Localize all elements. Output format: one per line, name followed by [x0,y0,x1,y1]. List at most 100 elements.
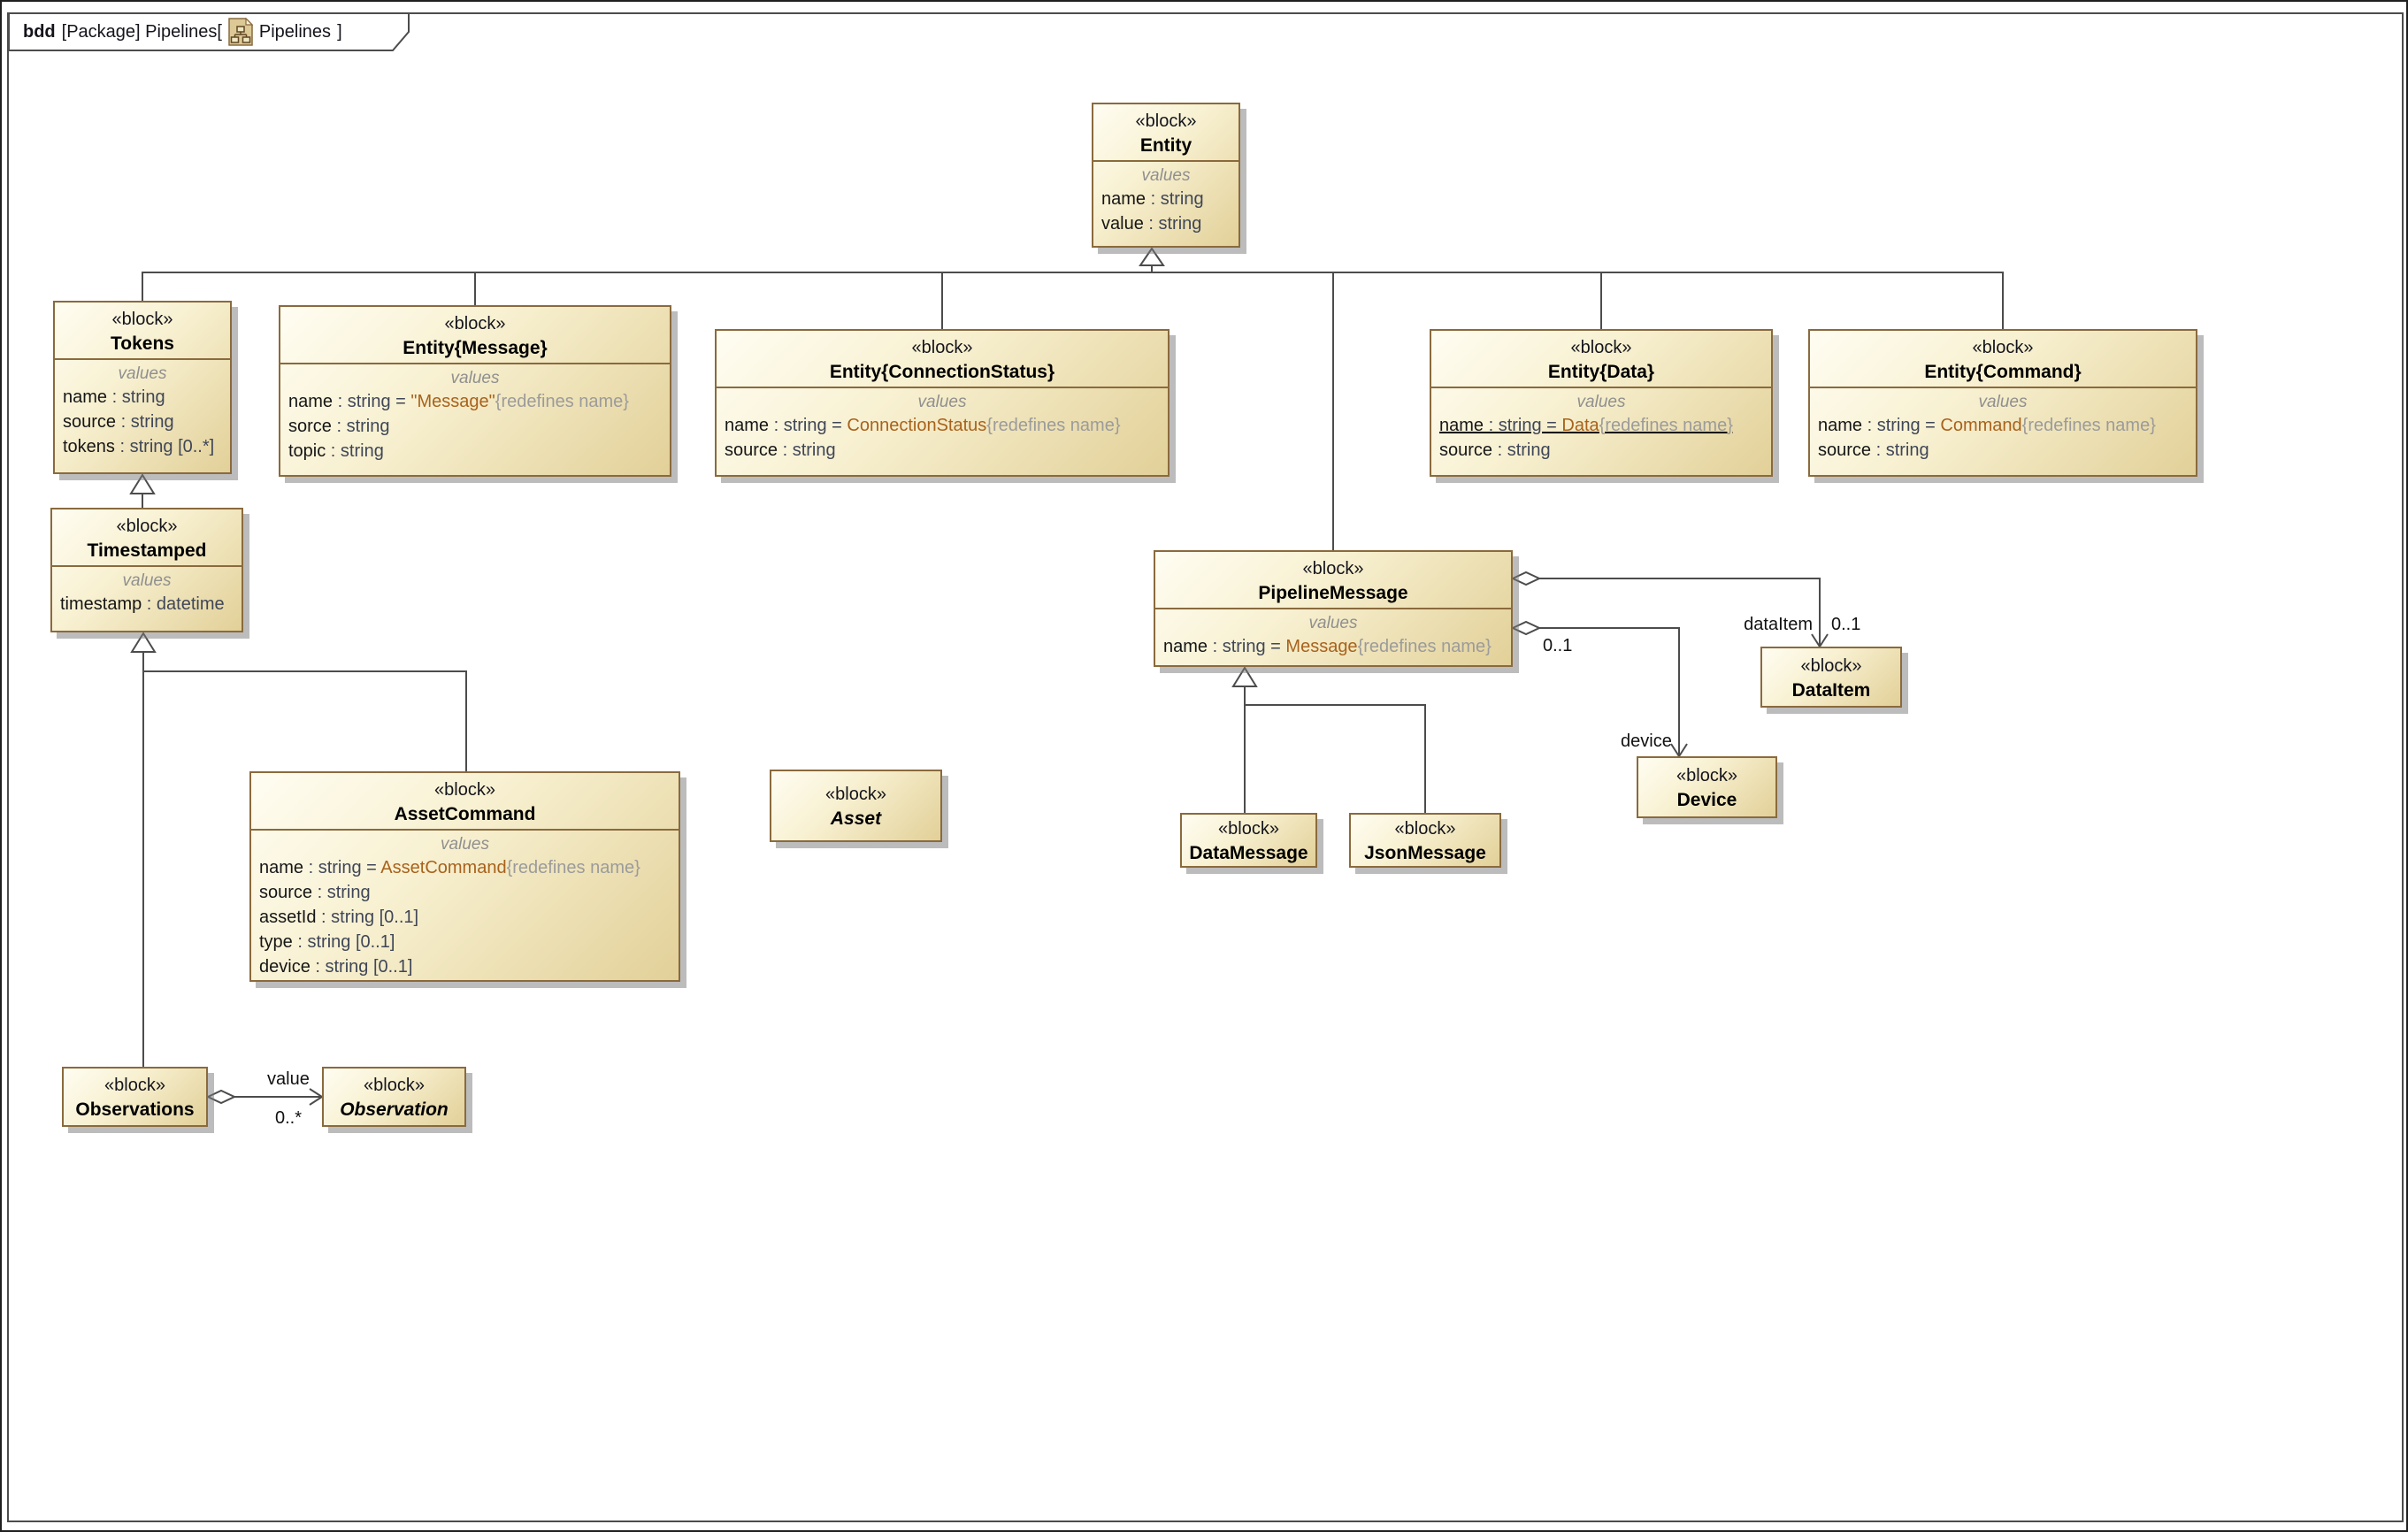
block-observation[interactable]: «block» Observation [322,1067,466,1127]
edge-segment[interactable] [1245,704,1426,813]
block-stereotype: «block» [434,780,495,800]
block-attribute: source : string [1439,440,1551,460]
block-entity-command[interactable]: «block» Entity{Command} values name : st… [1808,329,2197,477]
edge-label-dataitem-multiplicity[interactable]: 0..1 [1831,615,1861,634]
block-attribute: device : string [0..1] [259,957,413,977]
block-timestamped[interactable]: «block» Timestamped values timestamp : d… [50,508,243,632]
block-header: «block» Observations [64,1069,206,1124]
edge-segment[interactable] [1539,627,1680,756]
block-attribute: source : string [725,440,836,460]
block-assetcommand[interactable]: «block» AssetCommand values name : strin… [249,771,680,982]
block-entity-data[interactable]: «block» Entity{Data} values name : strin… [1430,329,1773,477]
edge-label-dataitem-role[interactable]: dataItem [1744,615,1813,634]
block-attribute: sorce : string [288,417,390,436]
aggregation-pipelinemessage-device[interactable] [1510,620,1688,758]
block-name: Device [1676,790,1737,810]
edge-label-device-multiplicity[interactable]: 0..1 [1543,636,1573,655]
edge-label-value-role[interactable]: value [267,1069,310,1089]
block-stereotype: «block» [364,1076,425,1095]
block-observations[interactable]: «block» Observations [62,1067,208,1127]
edge-label-value-multiplicity[interactable]: 0..* [275,1108,303,1128]
block-attribute: source : string [259,883,371,902]
block-header: «block» DataMessage [1182,815,1315,866]
block-values-compartment: values name : string = Data{redefines na… [1431,387,1771,468]
block-name: PipelineMessage [1258,583,1408,603]
block-dataitem[interactable]: «block» DataItem [1760,647,1902,708]
block-name: Tokens [111,333,174,354]
block-name: Entity [1139,135,1192,156]
generalization-timestamped-tokens[interactable] [129,473,156,508]
hollow-triangle-icon[interactable] [130,632,157,653]
block-stereotype: «block» [1800,655,1862,676]
block-header: «block» Observation [324,1069,464,1124]
block-header: «block» Entity [1093,104,1239,160]
block-name: Timestamped [87,540,207,561]
block-attribute: name : string [1101,189,1204,209]
aggregation-observations-observation[interactable] [205,1088,324,1106]
aggregation-pipelinemessage-dataitem[interactable] [1510,571,1829,648]
block-header: «block» Timestamped [52,509,242,565]
block-name: Entity{ConnectionStatus} [829,362,1055,382]
hollow-diamond-icon[interactable] [1510,620,1542,636]
edge-label-device-role[interactable]: device [1621,732,1672,751]
block-pipelinemessage[interactable]: «block» PipelineMessage values name : st… [1154,550,1513,667]
block-attribute: name : string [63,387,165,407]
block-stereotype: «block» [1218,819,1279,839]
block-name: DataMessage [1189,843,1308,863]
block-attribute: name : string = AssetCommand{redefines n… [259,858,640,877]
hollow-diamond-icon[interactable] [1510,571,1542,586]
block-header: «block» DataItem [1762,650,1900,705]
block-values-compartment: values name : string = Message{redefines… [1155,608,1511,664]
block-entity-message[interactable]: «block» Entity{Message} values name : st… [279,305,671,477]
block-header: «block» Entity{Message} [280,307,670,363]
block-stereotype: «block» [911,338,973,357]
block-name: Entity{Command} [1924,362,2082,382]
block-values-compartment: values name : string = Command{redefines… [1810,387,2196,468]
frame-close-bracket: ] [337,21,342,42]
block-asset[interactable]: «block» Asset [770,770,942,842]
block-header: «block» PipelineMessage [1155,552,1511,608]
block-jsonmessage[interactable]: «block» JsonMessage [1349,813,1501,868]
block-attribute: assetId : string [0..1] [259,908,419,927]
diagram-icon [228,18,253,46]
block-stereotype: «block» [1570,338,1632,357]
generalization-timestamped-children[interactable] [130,632,467,1067]
block-stereotype: «block» [104,1076,165,1095]
hollow-triangle-icon[interactable] [1139,247,1165,266]
block-name: Observation [340,1099,449,1120]
block-device[interactable]: «block» Device [1637,756,1777,818]
edge-segment[interactable] [143,670,467,771]
generalization-entity-children[interactable] [142,247,2004,550]
edge-segment[interactable] [142,272,2004,329]
block-header: «block» Tokens [55,303,230,358]
block-attribute: name : string = ConnectionStatus{redefin… [725,416,1121,435]
generalization-pipelinemessage-children[interactable] [1231,666,1426,813]
block-entity-connectionstatus[interactable]: «block» Entity{ConnectionStatus} values … [715,329,1169,477]
hollow-triangle-icon[interactable] [1231,666,1258,687]
hollow-diamond-icon[interactable] [205,1089,237,1105]
hollow-triangle-icon[interactable] [129,473,156,494]
block-values-compartment: values name : string = AssetCommand{rede… [251,829,679,980]
block-header: «block» Entity{ConnectionStatus} [717,331,1168,387]
values-label: values [917,393,967,411]
frame-diagram-name: Pipelines [258,21,332,42]
block-stereotype: «block» [1135,111,1197,131]
frame-keyword: bdd [23,21,56,42]
block-name: Asset [830,808,882,829]
block-attribute: source : string [1818,440,1929,460]
block-datamessage[interactable]: «block» DataMessage [1180,813,1317,868]
block-name: AssetCommand [394,804,536,824]
block-name: Entity{Message} [403,338,548,358]
values-label: values [122,571,172,590]
values-label: values [1308,614,1358,632]
block-name: DataItem [1791,679,1871,701]
diagram-frame-tab-shape [8,12,410,51]
block-attribute: topic : string [288,441,384,461]
edge-segment[interactable] [1539,578,1821,647]
